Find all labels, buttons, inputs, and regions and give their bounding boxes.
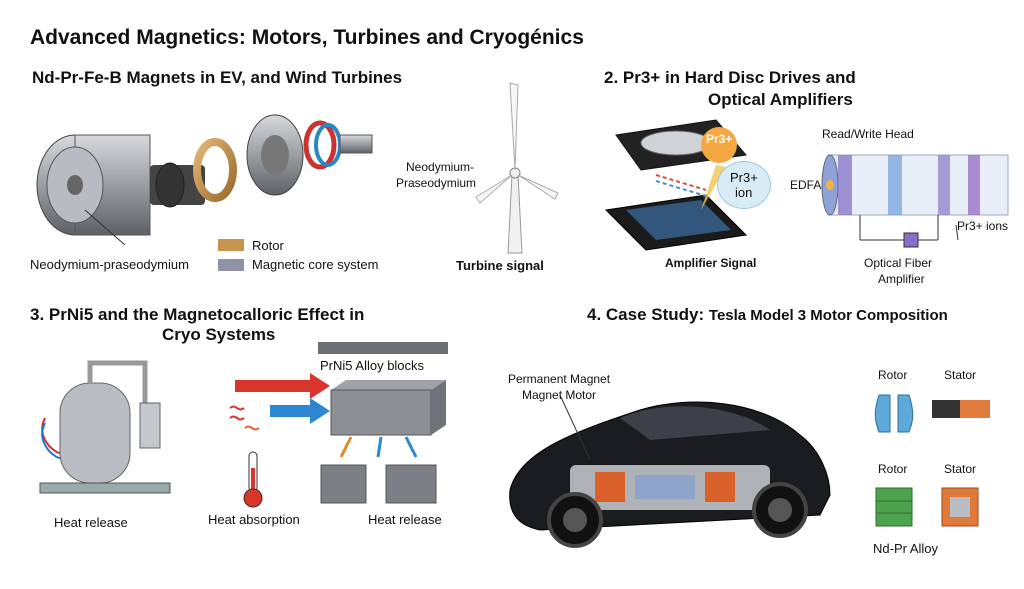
turbine-label-line2: Praseodymium (396, 176, 477, 190)
page-title: Advanced Magnetics: Motors, Turbines and… (30, 26, 584, 49)
alloy-plate (318, 342, 448, 354)
amplifier-caption: Amplifier Signal (665, 256, 757, 270)
alloy-caption: Nd-Pr Alloy (873, 541, 939, 556)
cryo-system-illustration (39, 360, 171, 494)
legend-label-core: Magnetic core system (252, 257, 379, 272)
heat-release-left: Heat release (54, 515, 128, 530)
rotor-bottom-icon (875, 487, 913, 527)
section2-heading-line2: Optical Amplifiers (708, 90, 853, 109)
section4-heading-prefix: 4. Case Study: (587, 305, 705, 324)
pr-ions-label: Pr3+ ions (957, 219, 1009, 233)
stator-bottom-icon (941, 487, 979, 527)
turbine-label-line1: Neodymium- (406, 160, 475, 174)
rotor-bottom-label: Rotor (878, 462, 908, 476)
stator-top-label: Stator (944, 368, 977, 382)
pr-bubble-label: Pr3+ (706, 132, 733, 146)
section1-heading: Nd-Pr-Fe-B Magnets in EV, and Wind Turbi… (32, 68, 403, 87)
heat-release-right: Heat release (368, 512, 442, 527)
copper-ring (193, 138, 237, 202)
motor-label: Neodymium-praseodymium (30, 257, 189, 272)
section2-heading-line1: 2. Pr3+ in Hard Disc Drives and (604, 68, 856, 87)
heat-absorption-label: Heat absorption (208, 512, 300, 527)
magnet-ring-red (303, 120, 337, 170)
ion-bubble-line1: Pr3+ (730, 170, 758, 185)
alloy-blocks-illustration (320, 380, 446, 504)
section3-heading-line1: 3. PrNi5 and the Magnetocalloric Effect … (30, 305, 365, 324)
rotor-top-icon (874, 394, 914, 433)
edfa-label: EDFA (790, 178, 822, 192)
ion-bubble-line2: ion (735, 185, 753, 200)
read-write-label: Read/Write Head (822, 127, 914, 141)
alloy-label: PrNi5 Alloy blocks (320, 358, 425, 373)
optical-fiber-label-line1: Optical Fiber (864, 256, 933, 270)
thermometer-icon (243, 451, 263, 508)
section3-heading-line2: Cryo Systems (162, 325, 276, 344)
turbine-caption: Turbine signal (456, 258, 544, 273)
ion-bubble (717, 161, 771, 209)
wind-turbine-illustration (475, 82, 559, 254)
pm-label-line2: Magnet Motor (522, 388, 597, 402)
rotor-top-label: Rotor (878, 368, 908, 382)
tesla-car-illustration (509, 394, 831, 548)
section4-heading: 4. Case Study: Tesla Model 3 Motor Compo… (587, 305, 948, 325)
stator-bottom-label: Stator (944, 462, 977, 476)
legend-swatch-core (218, 259, 244, 271)
optical-fiber-illustration (821, 154, 1009, 248)
heat-flow-arrows (229, 373, 330, 431)
motor-exploded-illustration (36, 114, 373, 246)
stator-top-icon (932, 400, 990, 418)
section4-heading-rest: Tesla Model 3 Motor Composition (708, 307, 948, 324)
bearing-ring (155, 162, 185, 208)
legend-swatch-rotor (218, 239, 244, 251)
legend-label-rotor: Rotor (252, 238, 284, 253)
pm-label-line1: Permanent Magnet (508, 372, 611, 386)
optical-fiber-label-line2: Amplifier (878, 272, 925, 286)
pr-bubble (701, 127, 737, 163)
